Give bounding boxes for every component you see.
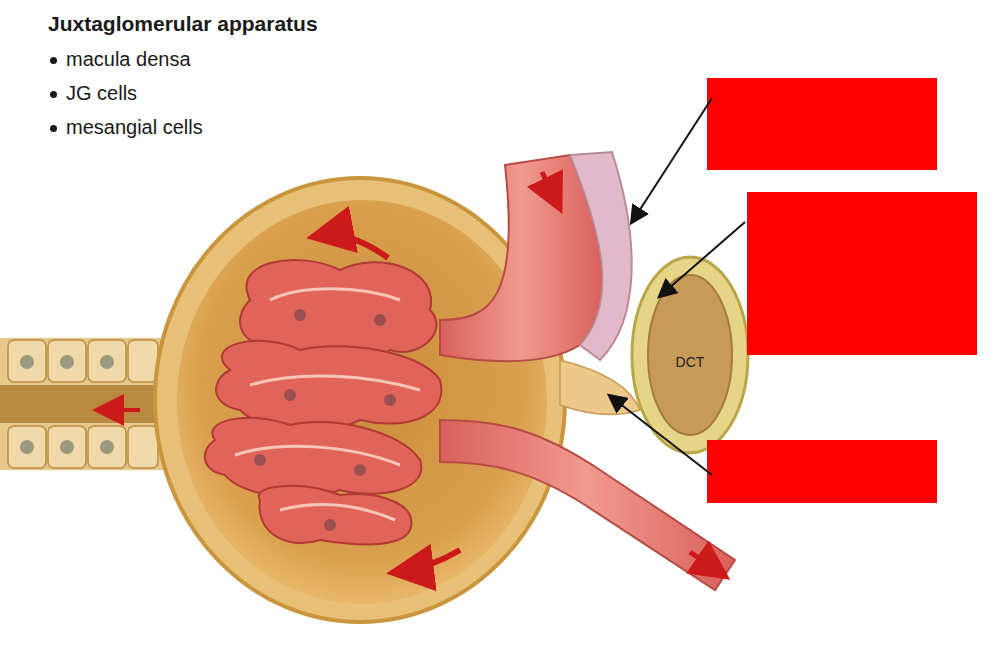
part-label: DCT [676,354,705,370]
leader-arrow [610,396,712,475]
bullet-dot [50,91,57,98]
bullet-dot [50,125,57,132]
extraglomerular-mesangium [560,360,640,415]
leader-arrow [660,222,745,296]
bullet-item: macula densa [66,48,191,71]
diagram-title: Juxtaglomerular apparatus [48,12,318,36]
jg-cells-wall [570,152,632,360]
hidden-label-box [707,78,937,170]
hidden-label-box [707,440,937,503]
hidden-label-box [747,192,977,355]
afferent-arteriole [440,155,602,361]
bowman-capsule [155,178,565,622]
bullet-item: mesangial cells [66,116,203,139]
capsular-space [177,200,547,604]
bullet-item: JG cells [66,82,137,105]
distal-tubule [632,257,748,453]
bullet-dot [50,57,57,64]
leader-arrow [632,98,712,222]
glomerular-capillaries [205,260,442,544]
proximal-tubule [0,338,170,470]
